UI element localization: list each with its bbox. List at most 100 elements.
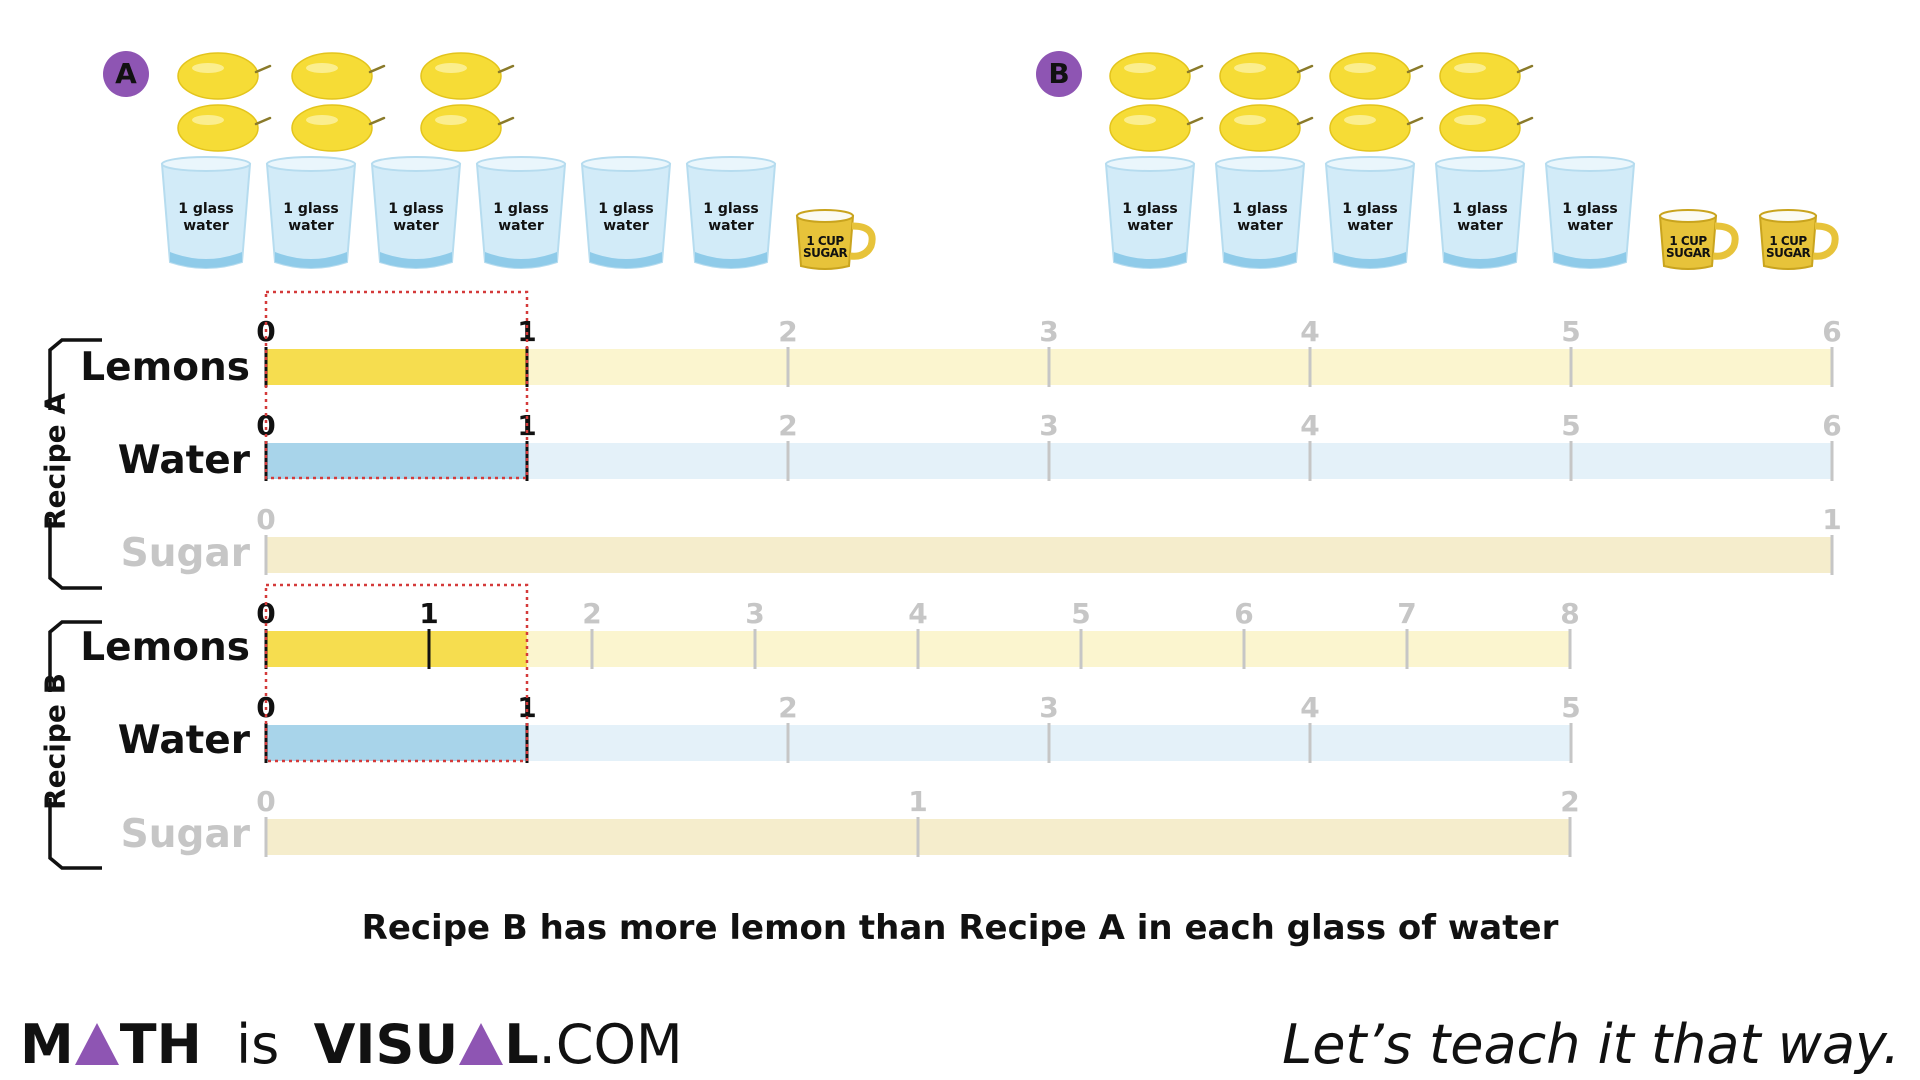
tick-label-a-lemons-3: 3 xyxy=(1039,315,1058,348)
brand-triangle-icon xyxy=(74,1023,119,1065)
recipe-a-lemon-icon-4-stem xyxy=(254,116,272,126)
recipe-a-lemon-icon-4 xyxy=(177,104,259,152)
recipe-a-badge: A xyxy=(103,51,149,97)
recipe-b-water-glass-icon-3-rim xyxy=(1325,156,1415,172)
caption: Recipe B has more lemon than Recipe A in… xyxy=(361,908,1559,948)
recipe-b-water-glass-icon-5-water xyxy=(1554,252,1626,268)
recipe-a-water-glass-icon-4-label-line2: water xyxy=(498,218,544,234)
recipe-a-lemon-icon-5-stem xyxy=(368,116,386,126)
tick-label-b-lemons-7: 7 xyxy=(1397,597,1416,630)
tick-label-b-water-5: 5 xyxy=(1561,691,1580,724)
recipe-a-sugar-cup-icon-1-label-line2: SUGAR xyxy=(803,246,848,260)
recipe-b-lemon-icon-1-stem xyxy=(1186,64,1204,74)
recipe-a-lemon-icon-2-shine xyxy=(306,63,338,73)
recipe-a-water-glass-icon-1-label-line1: 1 glass xyxy=(178,201,234,217)
tick-label-a-lemons-4: 4 xyxy=(1300,315,1319,348)
recipe-b-lemon-icon-5-shine xyxy=(1124,115,1156,125)
recipe-b-sugar-cup-icon-1 xyxy=(1658,215,1718,270)
recipe-a-water-glass-icon-5-water xyxy=(590,252,662,268)
tick-label-a-lemons-5: 5 xyxy=(1561,315,1580,348)
recipe-a-water-glass-icon-6-label-line1: 1 glass xyxy=(703,201,759,217)
recipe-a-sugar-cup-icon-1-label-line1: 1 CUP xyxy=(806,234,844,248)
recipe-b-water-glass-icon-1-water xyxy=(1114,252,1186,268)
recipe-b-water-glass-icon-2-label-line1: 1 glass xyxy=(1232,201,1288,217)
recipe-a-lemon-icon-4-shine xyxy=(192,115,224,125)
recipe-b-sugar-cup-icon-1-handle xyxy=(1712,222,1739,260)
recipe-b-sugar-cup-icon-2-label-line2: SUGAR xyxy=(1766,246,1811,260)
recipe-a-lemon-icon-1-shine xyxy=(192,63,224,73)
side-label-recipe-a: Recipe A xyxy=(38,392,72,531)
tagline: Let’s teach it that way. xyxy=(1282,1013,1900,1076)
recipe-b-sugar-cup-icon-1-rim xyxy=(1659,209,1717,223)
recipe-a-water-glass-icon-3-label-line1: 1 glass xyxy=(388,201,444,217)
recipe-a-lemon-icon-3 xyxy=(420,52,502,100)
tick-label-b-lemons-3: 3 xyxy=(745,597,764,630)
recipe-b-water-glass-icon-1-label-line2: water xyxy=(1127,218,1173,234)
brand-l: L xyxy=(504,1013,539,1076)
recipe-b-lemon-icon-8-shine xyxy=(1454,115,1486,125)
tick-label-a-lemons-1: 1 xyxy=(517,315,536,348)
recipe-b-water-glass-icon-4-rim xyxy=(1435,156,1525,172)
highlight-b-lemons xyxy=(266,631,527,667)
highlight-b-water xyxy=(266,725,527,761)
row-label-b-lemons: Lemons xyxy=(80,625,250,670)
recipe-a-water-glass-icon-6-rim xyxy=(686,156,776,172)
recipe-b-lemon-icon-3-stem xyxy=(1406,64,1424,74)
recipe-b-water-glass-icon-3-label-line1: 1 glass xyxy=(1342,201,1398,217)
recipe-b-sugar-cup-icon-2 xyxy=(1758,215,1818,270)
recipe-b-lemon-icon-7 xyxy=(1329,104,1411,152)
recipe-b-lemon-icon-2-stem xyxy=(1296,64,1314,74)
tick-label-a-water-6: 6 xyxy=(1822,409,1841,442)
recipe-a-water-glass-icon-5-label-line2: water xyxy=(603,218,649,234)
recipe-a-lemon-icon-3-stem xyxy=(497,64,515,74)
recipe-b-water-glass-icon-4-water xyxy=(1444,252,1516,268)
bracket-bottom-recipe-b xyxy=(48,798,102,870)
brand-is: is xyxy=(236,1013,280,1076)
highlight-a-lemons xyxy=(266,349,527,385)
bracket-top-recipe-a xyxy=(48,338,102,410)
tick-label-a-lemons-2: 2 xyxy=(778,315,797,348)
row-label-b-water: Water xyxy=(117,718,250,763)
tick-label-a-water-2: 2 xyxy=(778,409,797,442)
tick-label-a-sugar-0: 0 xyxy=(256,503,275,536)
tick-label-b-lemons-8: 8 xyxy=(1560,597,1579,630)
recipe-b-lemon-icon-3-shine xyxy=(1344,63,1376,73)
recipe-a-lemon-icon-1-stem xyxy=(254,64,272,74)
recipe-a-water-glass-icon-2-rim xyxy=(266,156,356,172)
recipe-b-water-glass-icon-1-label-line1: 1 glass xyxy=(1122,201,1178,217)
recipe-b-lemon-icon-7-stem xyxy=(1406,116,1424,126)
recipe-b-lemon-icon-5 xyxy=(1109,104,1191,152)
tick-label-b-water-4: 4 xyxy=(1300,691,1319,724)
recipe-a-water-glass-icon-2-label-line2: water xyxy=(288,218,334,234)
bracket-bottom-recipe-a xyxy=(48,518,102,590)
recipe-b-lemon-icon-4 xyxy=(1439,52,1521,100)
tick-label-b-lemons-6: 6 xyxy=(1234,597,1253,630)
recipe-a-water-glass-icon-2-label-line1: 1 glass xyxy=(283,201,339,217)
recipe-b-lemon-icon-6-shine xyxy=(1234,115,1266,125)
recipe-a-water-glass-icon-4-label-line1: 1 glass xyxy=(493,201,549,217)
recipe-b-lemon-icon-3 xyxy=(1329,52,1411,100)
recipe-b-lemon-icon-1 xyxy=(1109,52,1191,100)
recipe-a-sugar-cup-icon-1 xyxy=(795,215,855,270)
row-label-a-water: Water xyxy=(117,438,250,483)
tick-label-a-water-4: 4 xyxy=(1300,409,1319,442)
tick-label-b-lemons-0: 0 xyxy=(256,597,275,630)
recipe-b-water-glass-icon-5-rim xyxy=(1545,156,1635,172)
bracket-top-recipe-b xyxy=(48,620,102,692)
recipe-b-water-glass-icon-5-label-line2: water xyxy=(1567,218,1613,234)
recipe-a-water-glass-icon-3-water xyxy=(380,252,452,268)
recipe-b-sugar-cup-icon-2-label-line1: 1 CUP xyxy=(1769,234,1807,248)
highlight-a-water xyxy=(266,443,527,479)
recipe-a-lemon-icon-2-stem xyxy=(368,64,386,74)
recipe-b-water-glass-icon-2-water xyxy=(1224,252,1296,268)
brand-th: TH xyxy=(119,1013,202,1076)
